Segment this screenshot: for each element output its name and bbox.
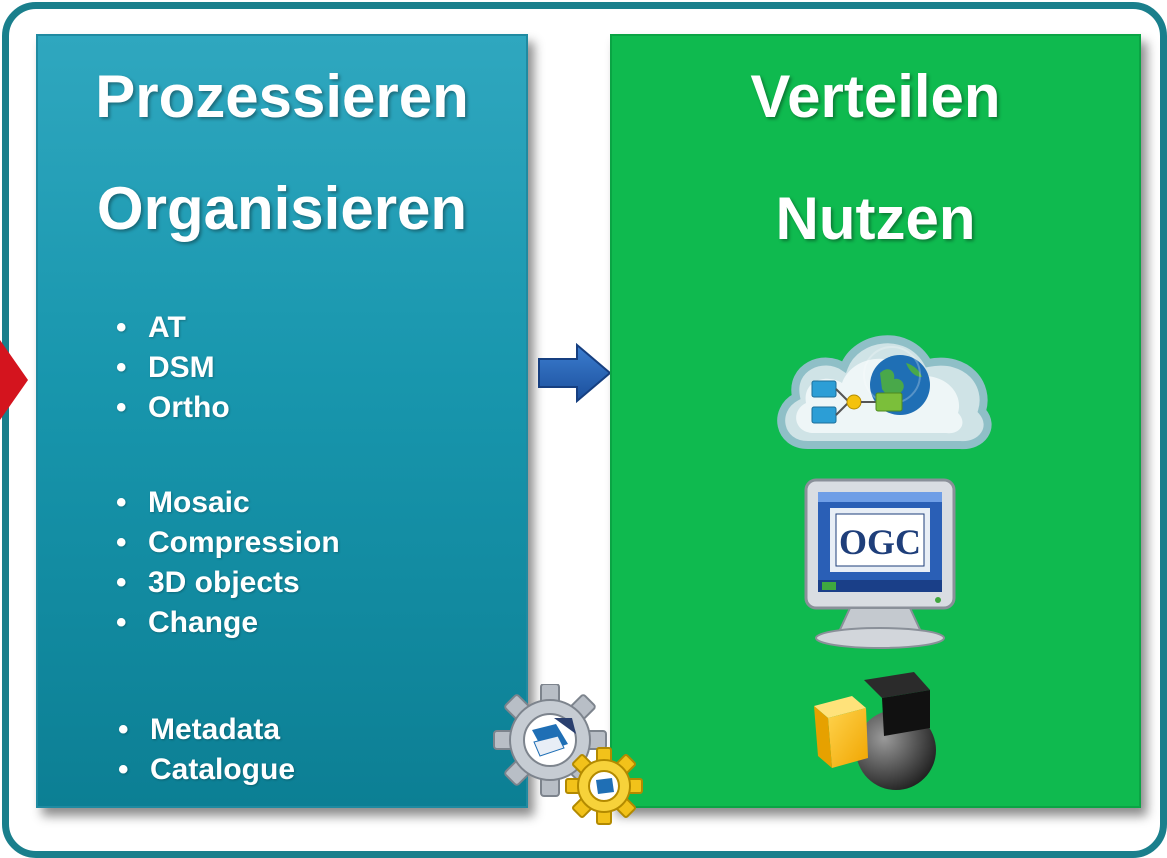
heading-verteilen: Verteilen — [750, 63, 1001, 130]
list-group-catalog: Metadata Catalogue — [110, 710, 295, 790]
gears-icon — [493, 684, 643, 825]
list-item: 3D objects — [108, 563, 340, 603]
list-item: Mosaic — [108, 483, 340, 523]
heading-prozessieren: Prozessieren — [95, 63, 469, 130]
monitor-screen-text: OGC — [839, 522, 921, 562]
list-item: Metadata — [110, 710, 295, 750]
list-item: AT — [108, 308, 230, 348]
red-arrow-icon — [0, 340, 28, 420]
ogc-monitor-icon: OGC — [804, 478, 956, 649]
list-group-processing: AT DSM Ortho — [108, 308, 230, 428]
list-group-products: Mosaic Compression 3D objects Change — [108, 483, 340, 643]
list-item: Compression — [108, 523, 340, 563]
3d-shapes-icon — [814, 672, 936, 790]
heading-organisieren: Organisieren — [96, 175, 468, 242]
heading-nutzen: Nutzen — [775, 185, 976, 252]
list-item: Catalogue — [110, 750, 295, 790]
list-item: Change — [108, 603, 340, 643]
list-item: Ortho — [108, 388, 230, 428]
processing-panel: Prozessieren Organisieren AT DSM Ortho M… — [36, 34, 528, 808]
list-item: DSM — [108, 348, 230, 388]
blue-right-arrow-icon — [538, 343, 612, 403]
cloud-globe-network-icon — [777, 335, 992, 450]
